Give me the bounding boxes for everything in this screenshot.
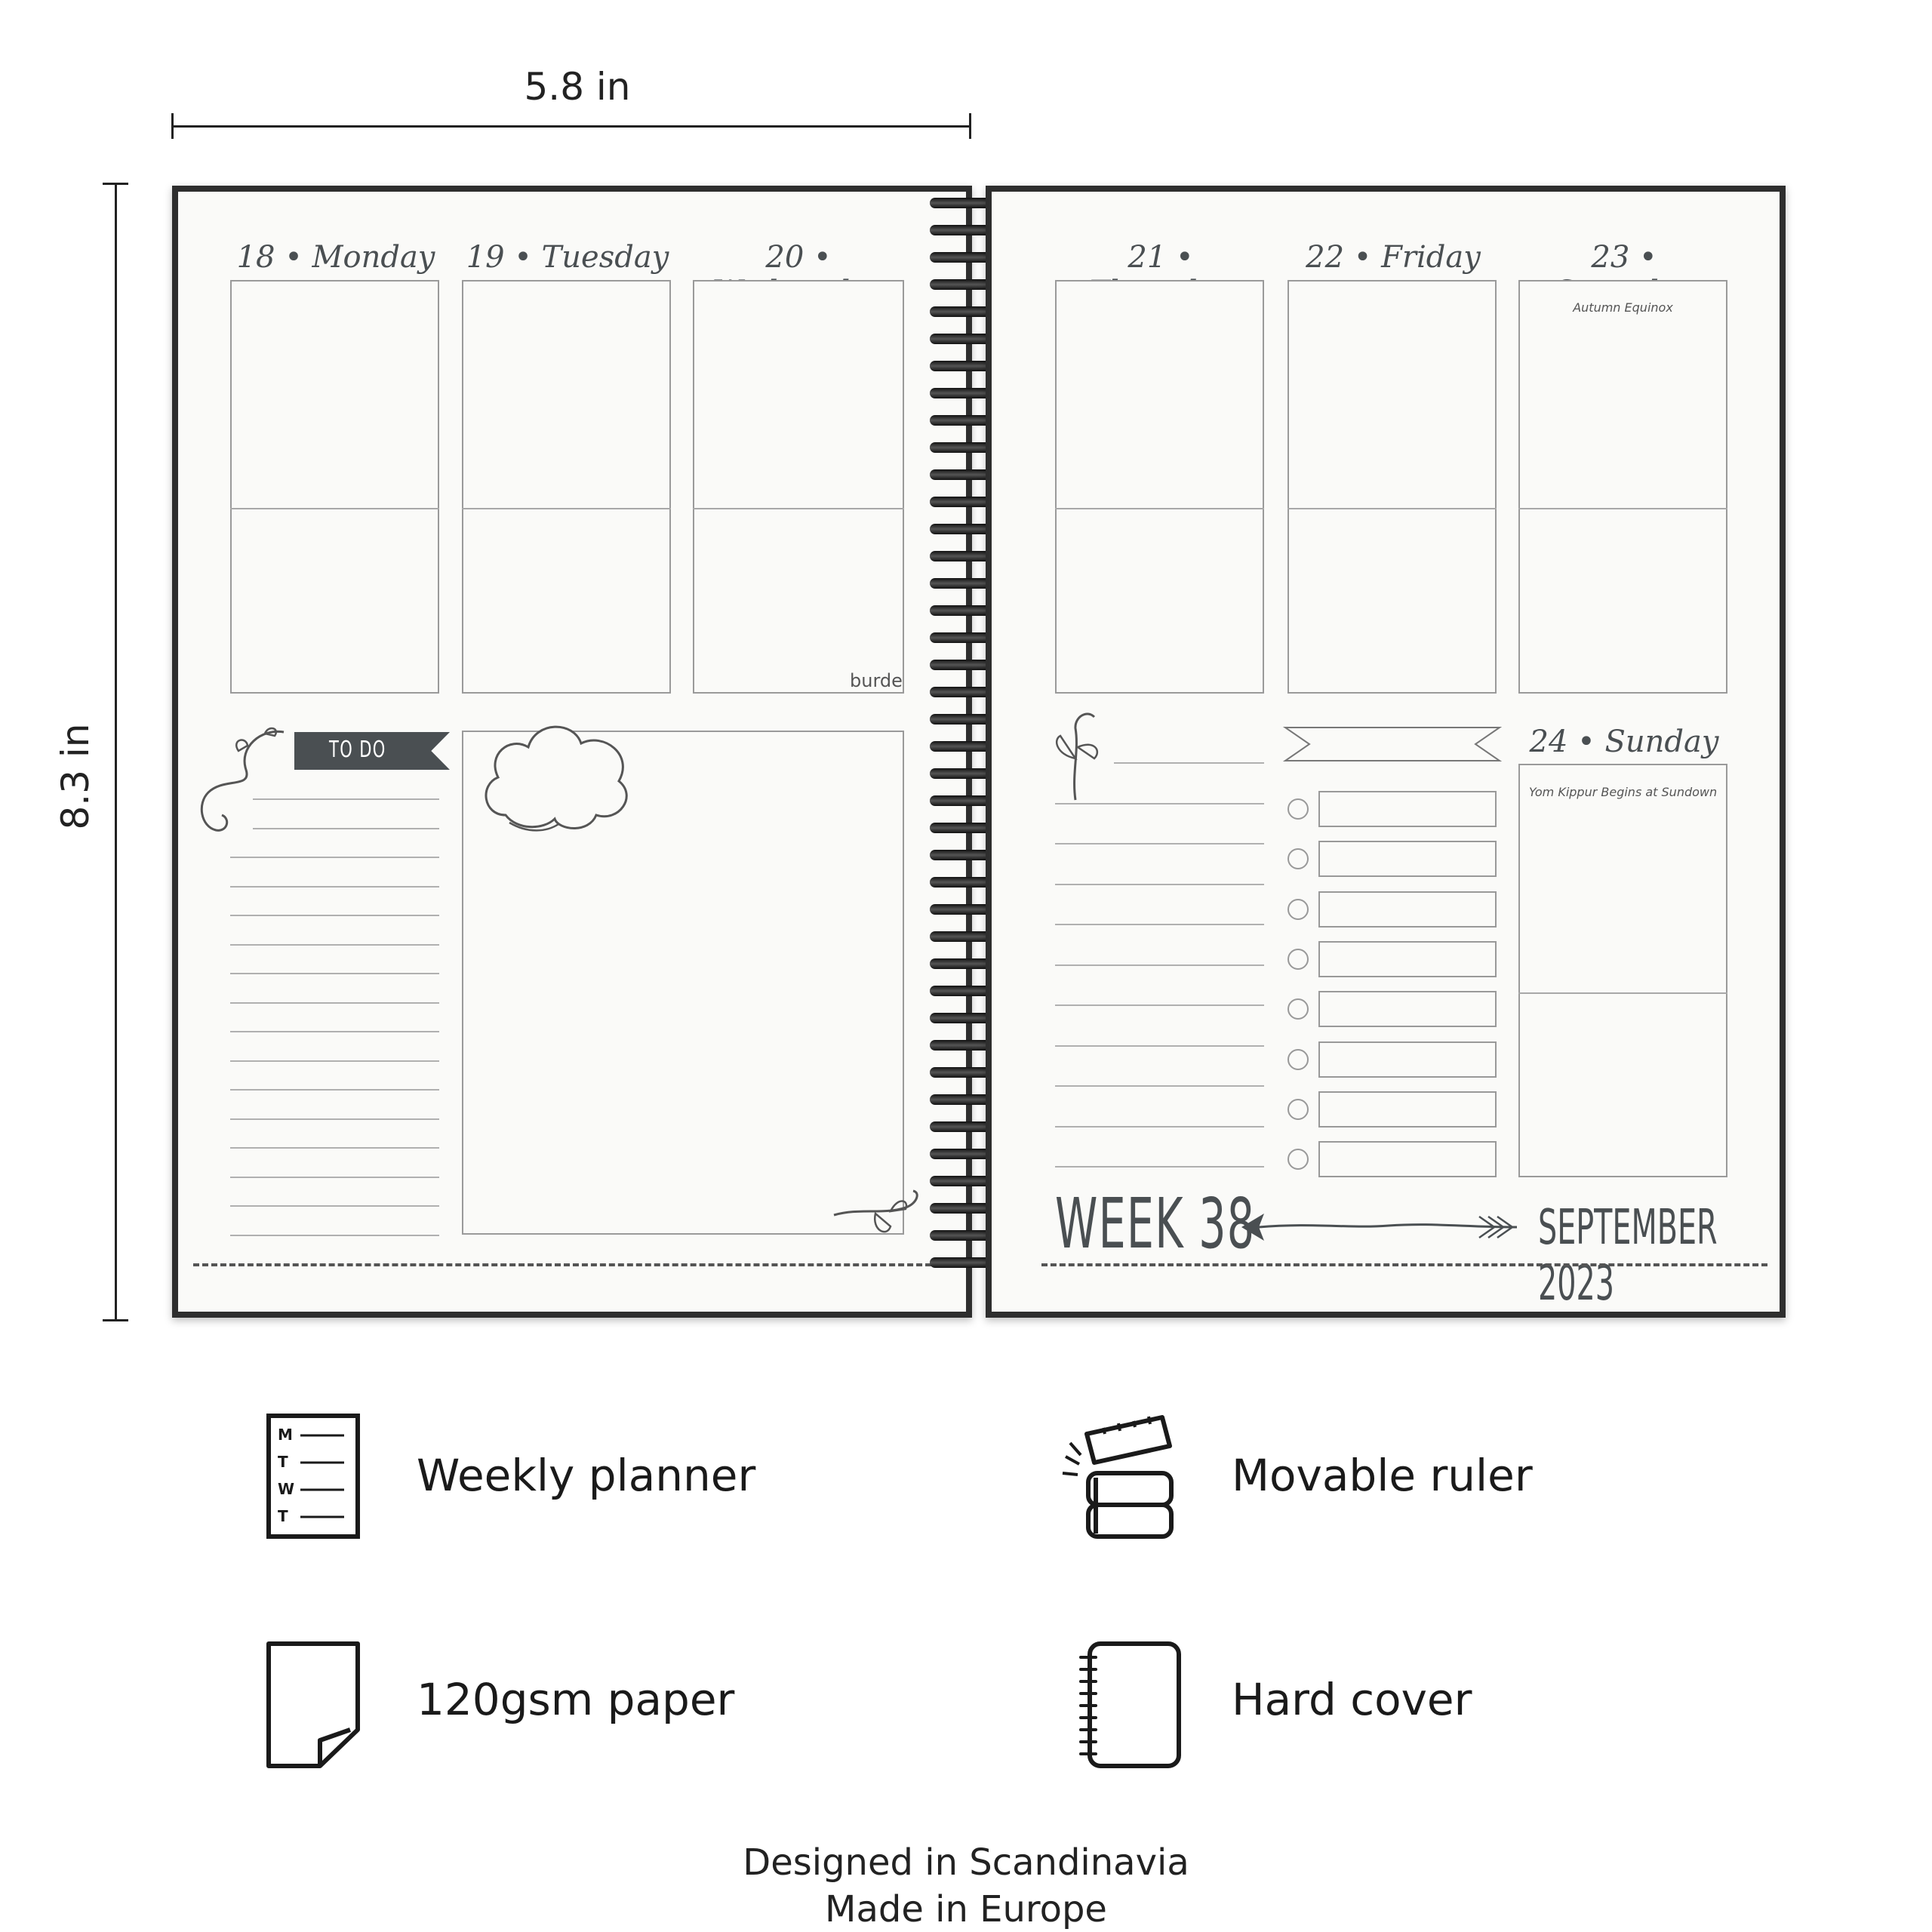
checkbox-circle: [1287, 1048, 1309, 1070]
checklist-field: [1318, 1141, 1497, 1178]
day-header-friday: 22 • Friday: [1306, 240, 1481, 275]
height-label: 8.3 in: [54, 723, 97, 830]
week-label: WEEK 38: [1055, 1183, 1256, 1264]
vine-doodle: [200, 727, 285, 832]
checkbox-circle: [1287, 848, 1309, 870]
todo-line: [230, 1118, 439, 1120]
notes-line: [1055, 1166, 1264, 1168]
todo-line: [253, 827, 439, 829]
height-dimension-line: [115, 183, 117, 1321]
day-box-sunday: [1518, 764, 1727, 1177]
checkbox-circle: [1287, 1149, 1309, 1171]
todo-line: [230, 1031, 439, 1032]
todo-line: [230, 1089, 439, 1091]
todo-line: [230, 885, 439, 888]
svg-text:T: T: [278, 1507, 288, 1525]
svg-text:W: W: [278, 1480, 294, 1498]
width-dimension-line: [172, 125, 971, 128]
notes-line: [1055, 1044, 1264, 1047]
dashed-border-right: [1041, 1263, 1767, 1266]
paper-icon: [266, 1641, 360, 1768]
day-box-wednesday: [693, 280, 904, 694]
feature-weekly-planner: Weekly planner: [417, 1450, 756, 1501]
checkbox-circle: [1287, 798, 1309, 820]
notebook-icon: [1079, 1641, 1181, 1768]
checklist-field: [1318, 1041, 1497, 1078]
checklist-field: [1318, 1091, 1497, 1128]
day-header-sunday: 24 • Sunday: [1529, 724, 1719, 759]
sprout-doodle: [1056, 712, 1099, 801]
checklist-field: [1318, 791, 1497, 827]
todo-line: [230, 1205, 439, 1207]
checklist-field: [1318, 940, 1497, 977]
todo-banner: [294, 732, 450, 770]
todo-label: TO DO: [329, 737, 386, 763]
todo-line: [230, 973, 439, 974]
todo-line: [230, 1234, 439, 1236]
feature-paper: 120gsm paper: [417, 1674, 735, 1725]
checkbox-circle: [1287, 948, 1309, 970]
day-box-friday: [1287, 280, 1497, 694]
notes-line: [1055, 802, 1264, 804]
weekly-planner-icon: MT WT: [266, 1414, 360, 1539]
day-box-monday: [230, 280, 439, 694]
leaf-doodle: [833, 1189, 918, 1233]
svg-text:T: T: [278, 1453, 288, 1471]
brand-label: burde: [850, 670, 903, 691]
todo-line: [230, 1060, 439, 1062]
month-label: SEPTEMBER 2023: [1538, 1200, 1718, 1312]
todo-line: [230, 943, 439, 946]
feature-movable-ruler: Movable ruler: [1232, 1450, 1533, 1501]
ruler-icon: [1062, 1415, 1174, 1539]
footer-made: Made in Europe: [825, 1888, 1107, 1930]
notes-line: [1055, 1125, 1264, 1128]
day-box-thursday: [1055, 280, 1264, 694]
day-header-monday: 18 • Monday: [236, 240, 435, 275]
todo-line: [230, 1001, 439, 1004]
todo-line: [253, 798, 439, 800]
checklist-field: [1318, 991, 1497, 1028]
svg-text:M: M: [278, 1426, 293, 1444]
todo-line: [230, 1147, 439, 1149]
feature-hard-cover: Hard cover: [1232, 1674, 1472, 1725]
notes-line: [1055, 843, 1264, 844]
todo-line: [230, 915, 439, 916]
dashed-border-left: [193, 1263, 940, 1266]
notes-line: [1055, 883, 1264, 885]
checklist-banner: [1283, 727, 1502, 761]
todo-line: [230, 857, 439, 858]
day-header-tuesday: 19 • Tuesday: [466, 240, 669, 275]
day-box-saturday: [1518, 280, 1727, 694]
notes-line: [1055, 1004, 1264, 1006]
notes-line: [1055, 924, 1264, 925]
saturday-note: Autumn Equinox: [1573, 300, 1673, 315]
notes-line: [1055, 964, 1264, 966]
checkbox-circle: [1287, 998, 1309, 1020]
arrow-doodle: [1241, 1214, 1518, 1241]
day-box-tuesday: [462, 280, 671, 694]
footer-designed: Designed in Scandinavia: [743, 1841, 1189, 1884]
notes-line: [1055, 1085, 1264, 1087]
checkbox-circle: [1287, 1098, 1309, 1120]
checklist-field: [1318, 891, 1497, 928]
notes-line: [1114, 762, 1264, 764]
todo-line: [230, 1176, 439, 1178]
width-label: 5.8 in: [524, 65, 631, 109]
checklist-field: [1318, 841, 1497, 878]
checkbox-circle: [1287, 898, 1309, 920]
cloud-doodle: [485, 725, 628, 832]
sunday-note: Yom Kippur Begins at Sundown: [1528, 785, 1718, 799]
